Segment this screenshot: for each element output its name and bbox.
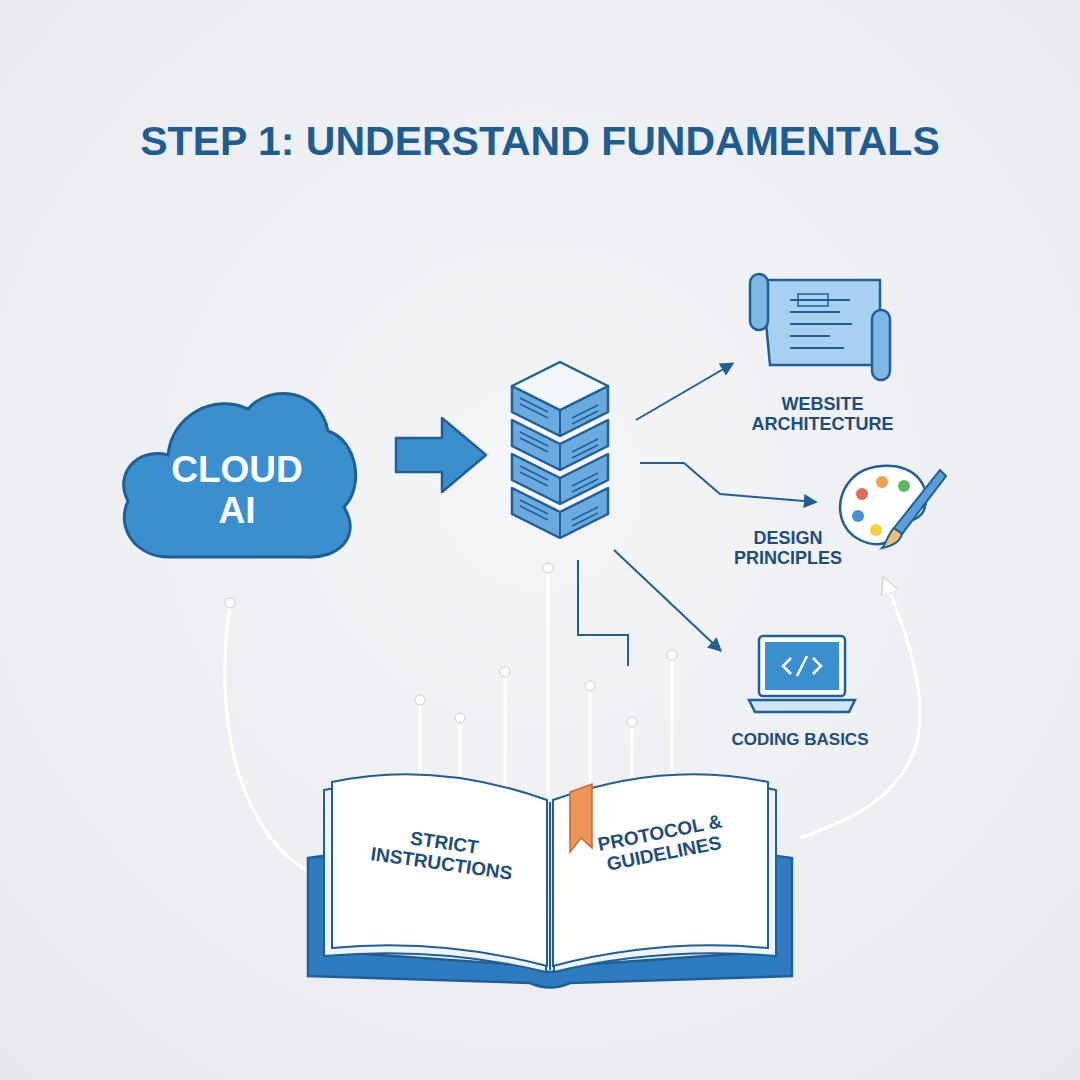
laptop-icon <box>745 632 860 722</box>
book-shape <box>300 750 800 990</box>
node-label: WEBSITE ARCHITECTURE <box>740 394 905 434</box>
cloud-node: CLOUD AI <box>112 375 362 565</box>
palette-icon <box>832 458 952 553</box>
arc-dot <box>225 598 235 608</box>
title: STEP 1: UNDERSTAND FUNDAMENTALS <box>0 118 1080 165</box>
server-arrows <box>578 364 815 666</box>
design-node: DESIGN PRINCIPLES <box>722 458 954 580</box>
coding-node: CODING BASICS <box>720 632 880 755</box>
flow-arc <box>225 606 310 872</box>
server-stack <box>512 362 608 538</box>
node-label: DESIGN PRINCIPLES <box>722 528 854 568</box>
website-node: WEBSITE ARCHITECTURE <box>740 270 915 440</box>
book-node: STRICT INSTRUCTIONSPROTOCOL & GUIDELINES <box>300 750 800 990</box>
block-arrow <box>396 418 486 492</box>
signal-dots <box>415 563 677 727</box>
node-label: CODING BASICS <box>720 730 880 749</box>
node-label: CLOUD AI <box>162 449 312 532</box>
signal-lines <box>420 570 672 800</box>
scroll-icon <box>740 270 900 390</box>
